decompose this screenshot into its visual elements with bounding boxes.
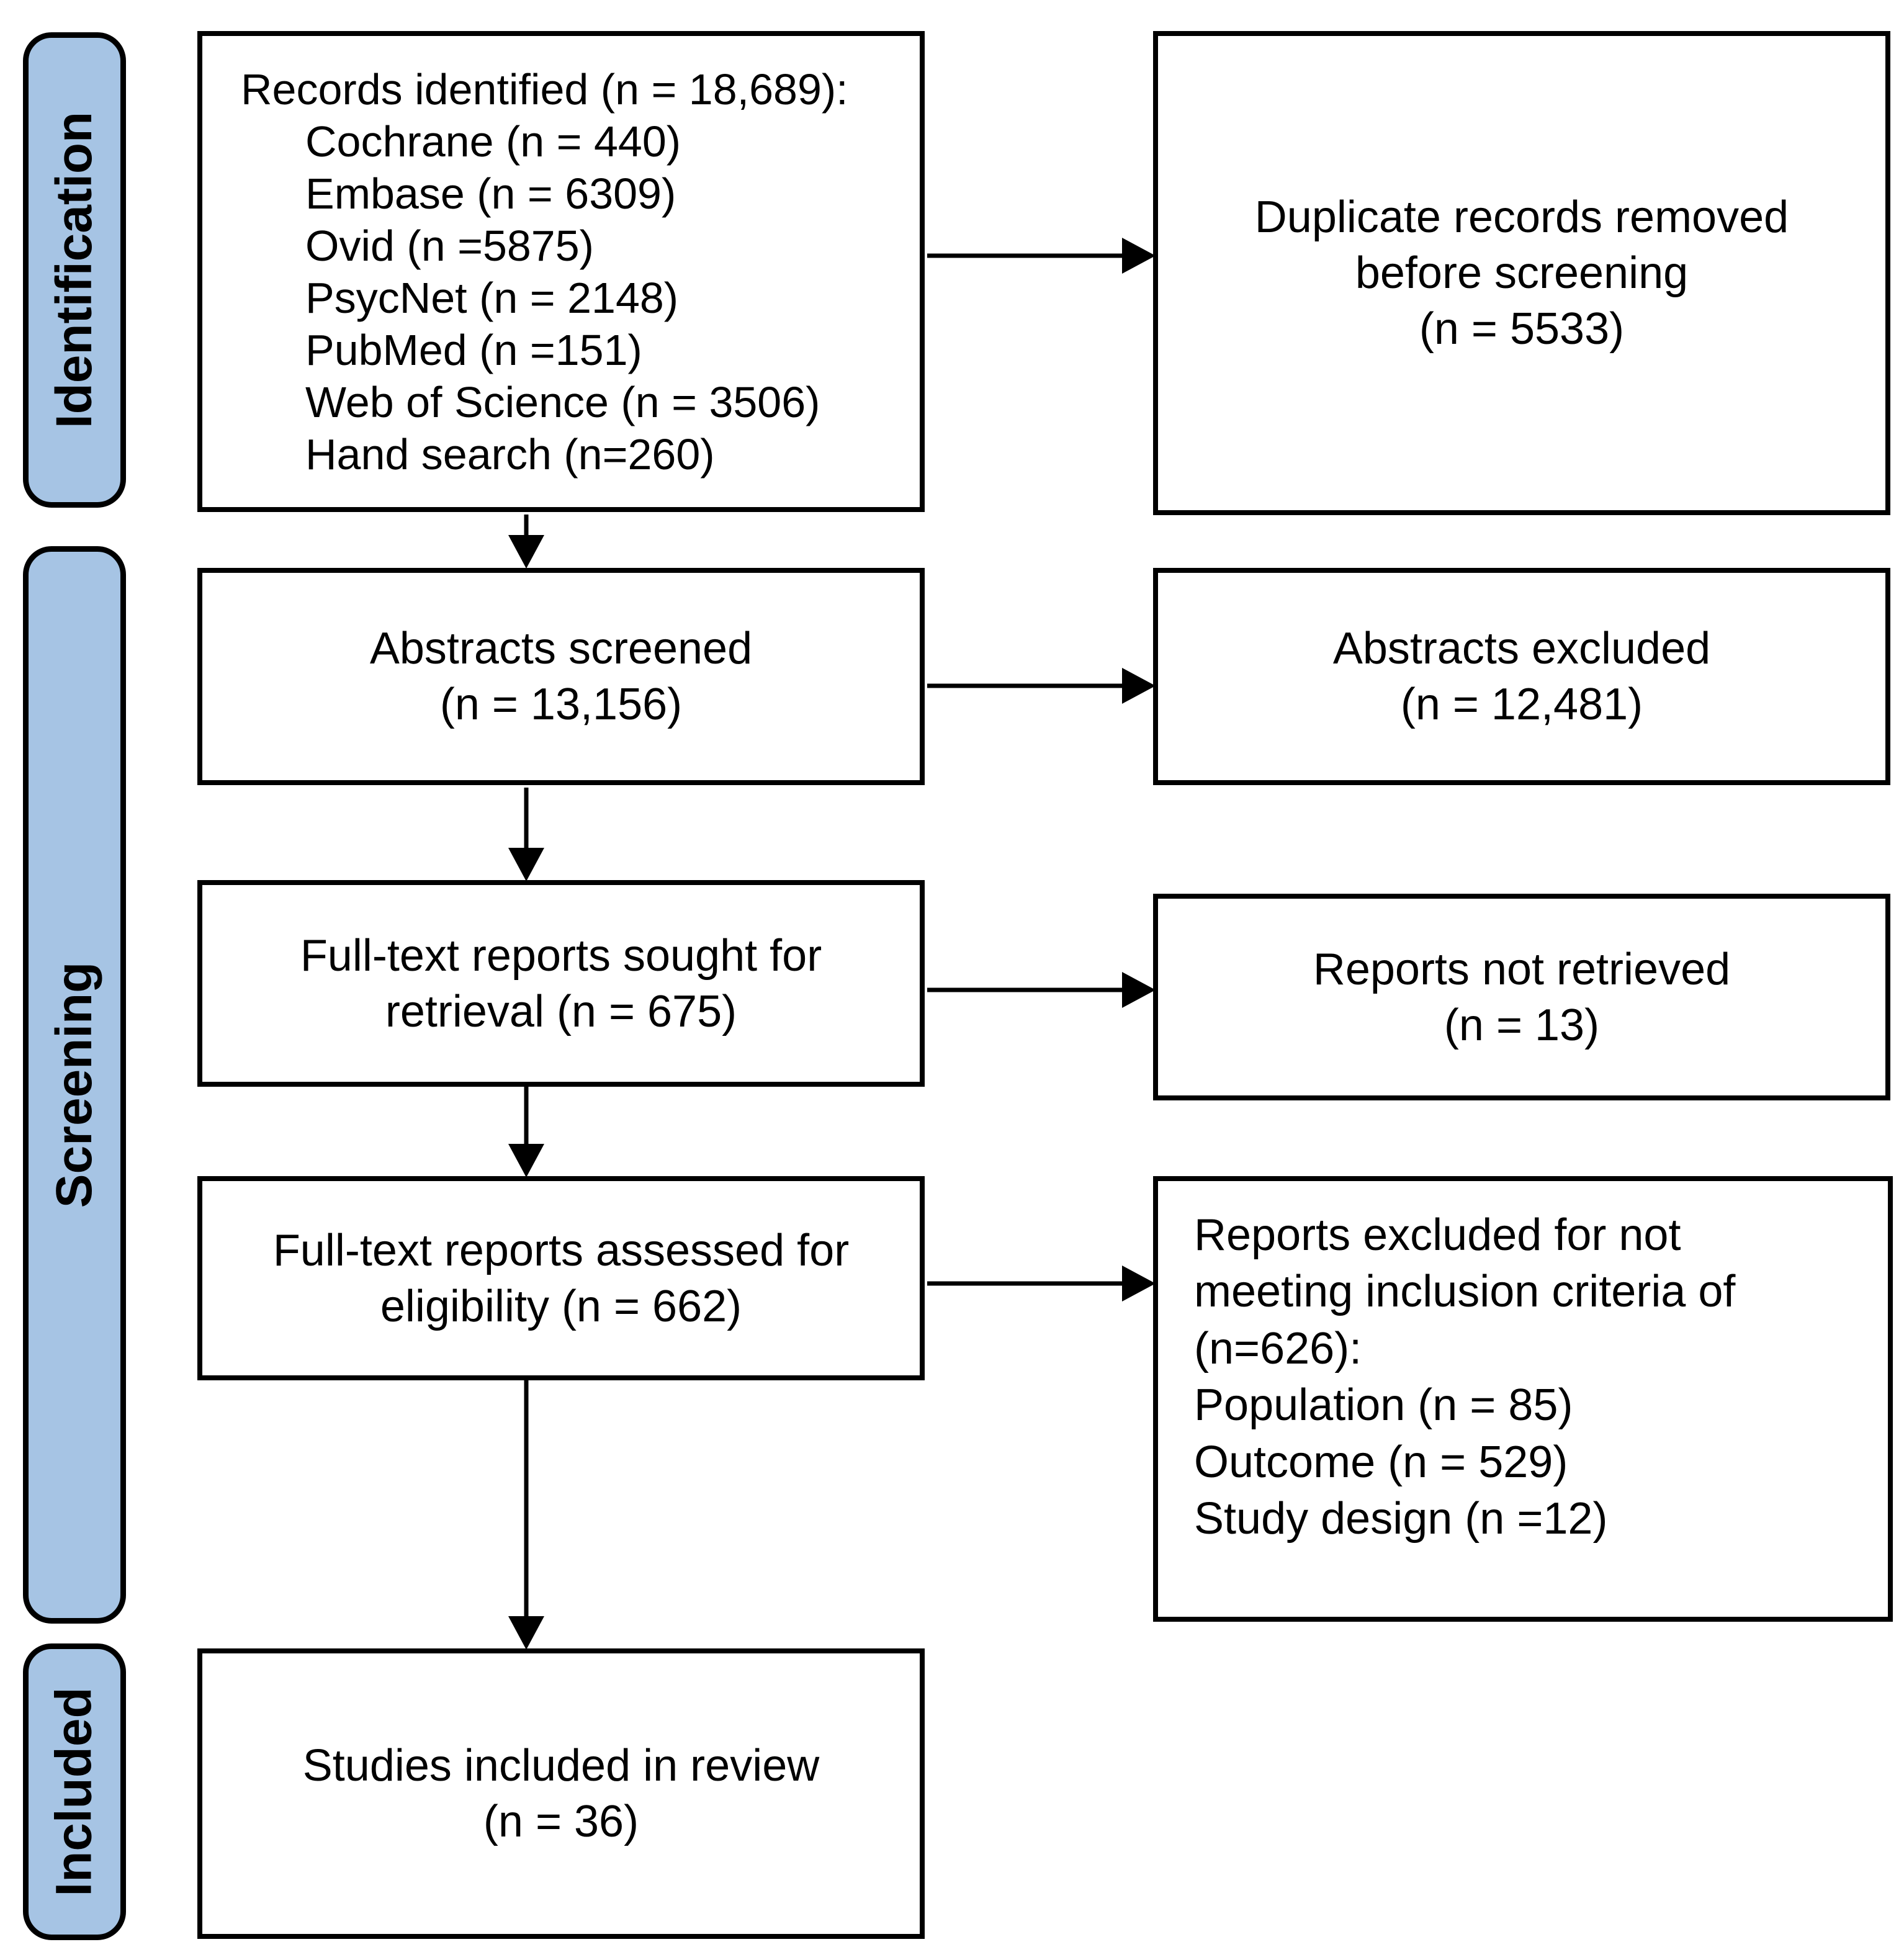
box-studies-included: Studies included in review (n = 36) <box>197 1648 925 1939</box>
box-text-line: retrieval (n = 675) <box>385 986 737 1036</box>
arrow-abstracts-screened-to-abstracts-excluded <box>927 668 1156 704</box>
arrow-records-to-duplicates-removed <box>927 238 1156 274</box>
arrow-abstracts-screened-to-fulltext-sought <box>508 788 544 881</box>
box-duplicates-removed: Duplicate records removed before screeni… <box>1153 31 1890 515</box>
box-text-line: Population (n = 85) <box>1194 1380 1573 1431</box>
box-text-line: Abstracts screened <box>369 624 753 673</box>
box-text-line: meeting inclusion criteria of <box>1194 1267 1736 1317</box>
stage-identification-label: Identification <box>46 111 102 429</box>
arrow-records-to-abstracts-screened <box>508 515 544 569</box>
box-text-line: Full-text reports sought for <box>300 930 822 981</box>
box-text-line: PubMed (n =151) <box>305 325 642 374</box>
box-text-line: Reports not retrieved <box>1313 944 1731 994</box>
stage-identification: Identification <box>23 32 126 508</box>
box-text-line: Study design (n =12) <box>1194 1494 1608 1544</box>
box-text-line: Embase (n = 6309) <box>305 169 676 218</box>
stage-screening: Screening <box>23 546 126 1624</box>
box-text-line: Outcome (n = 529) <box>1194 1437 1568 1487</box>
box-text-line: (n = 12,481) <box>1400 680 1643 729</box>
box-records-identified: Records identified (n = 18,689): Cochran… <box>197 31 925 512</box>
box-text-line: (n=626): <box>1194 1323 1362 1373</box>
arrow-fulltext-sought-to-fulltext-assessed <box>508 1087 544 1177</box>
stage-included: Included <box>23 1643 126 1940</box>
box-reports-excluded: Reports excluded for not meeting inclusi… <box>1153 1176 1893 1622</box>
box-text-line: (n = 36) <box>483 1797 639 1846</box>
box-abstracts-excluded: Abstracts excluded (n = 12,481) <box>1153 568 1890 785</box>
box-text-line: Cochrane (n = 440) <box>305 117 681 166</box>
box-text-line: before screening <box>1355 248 1689 298</box>
box-text-line: (n = 13,156) <box>439 680 683 729</box>
box-text-line: Records identified (n = 18,689): <box>241 65 848 114</box>
arrow-fulltext-assessed-to-reports-excluded <box>927 1265 1156 1301</box>
box-reports-not-retrieved: Reports not retrieved (n = 13) <box>1153 894 1890 1100</box>
box-text-line: Ovid (n =5875) <box>305 221 594 270</box>
box-text-line: Abstracts excluded <box>1332 624 1711 673</box>
box-text-line: Studies included in review <box>302 1741 820 1791</box>
box-text-line: PsycNet (n = 2148) <box>305 273 679 322</box>
box-text-line: eligibility (n = 662) <box>380 1281 742 1331</box>
box-text-line: Full-text reports assessed for <box>272 1225 850 1275</box>
box-text-line: Web of Science (n = 3506) <box>305 377 820 426</box>
box-text-line: Duplicate records removed <box>1254 192 1789 242</box>
arrow-fulltext-assessed-to-studies-included <box>508 1380 544 1650</box>
box-text-line: (n = 13) <box>1444 1000 1600 1050</box>
box-text-line: Hand search (n=260) <box>305 429 715 479</box>
box-text-line: Reports excluded for not <box>1194 1210 1681 1260</box>
stage-screening-label: Screening <box>46 961 102 1208</box>
box-text-line: (n = 5533) <box>1419 304 1625 354</box>
box-fulltext-sought: Full-text reports sought for retrieval (… <box>197 880 925 1087</box>
stage-included-label: Included <box>46 1687 103 1897</box>
box-abstracts-screened: Abstracts screened (n = 13,156) <box>197 568 925 785</box>
arrow-fulltext-sought-to-reports-not-retrieved <box>927 972 1156 1008</box>
box-fulltext-assessed: Full-text reports assessed for eligibili… <box>197 1176 925 1380</box>
